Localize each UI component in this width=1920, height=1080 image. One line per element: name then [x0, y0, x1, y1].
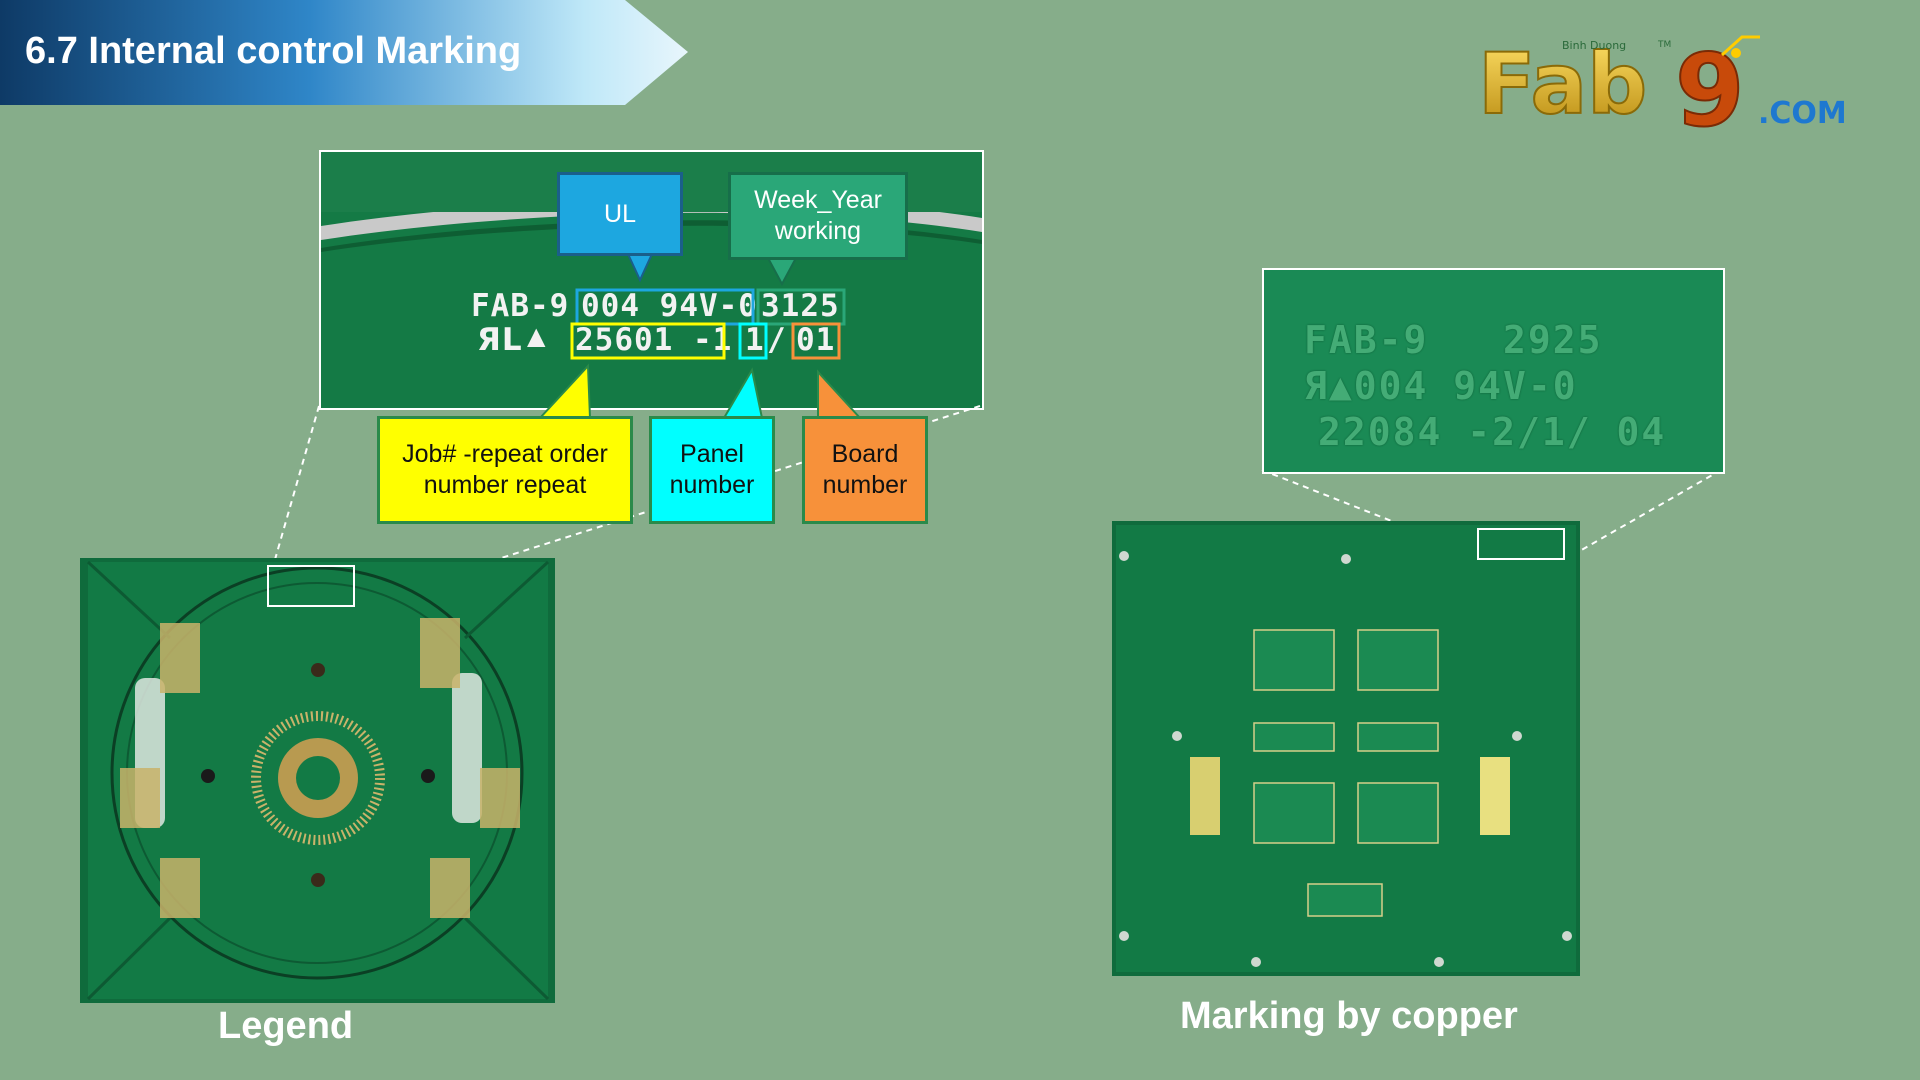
legend-pcb-photo: [80, 558, 555, 1003]
board-number-callout: Board number: [802, 416, 928, 524]
legend-slash-text: /: [767, 322, 787, 358]
highlight-boxes: [570, 288, 846, 360]
copper-pcb-photo: [1112, 521, 1580, 976]
svg-text:TM: TM: [1657, 40, 1671, 50]
triangle-icon: ▲: [527, 322, 547, 350]
ul-callout: UL: [557, 172, 683, 256]
svg-text:.COM: .COM: [1758, 96, 1847, 131]
legend-fab9-text: FAB-9: [471, 288, 570, 324]
svg-text:Fab: Fab: [1478, 35, 1647, 133]
title-banner: [0, 0, 688, 105]
copper-line-3: 22084 -2/1/ 04: [1318, 410, 1667, 454]
copper-zoom-image: FAB-9 2925 Я▲004 94V-0 22084 -2/1/ 04: [1262, 268, 1725, 474]
panel-number-callout: Panel number: [649, 416, 775, 524]
legend-caption: Legend: [218, 1005, 354, 1047]
legend-week-year: 3125: [761, 288, 840, 324]
legend-panel-number: 1: [745, 322, 765, 358]
copper-line-2: Я▲004 94V-0: [1304, 364, 1578, 408]
svg-text:Binh Duong: Binh Duong: [1562, 39, 1626, 52]
ul-mark-icon: ЯL: [477, 322, 523, 358]
week-year-callout: Week_Year working: [728, 172, 908, 260]
legend-board-number: 01: [796, 322, 836, 358]
job-number-callout: Job# -repeat order number repeat: [377, 416, 633, 524]
copper-caption: Marking by copper: [1180, 995, 1518, 1037]
fab9-logo: Fab 9 Binh Duong TM .COM: [1470, 25, 1870, 150]
legend-ul-code: 004 94V-0: [581, 288, 758, 324]
slide-title: 6.7 Internal control Marking: [25, 30, 522, 72]
copper-line-1: FAB-9 2925: [1304, 318, 1603, 362]
